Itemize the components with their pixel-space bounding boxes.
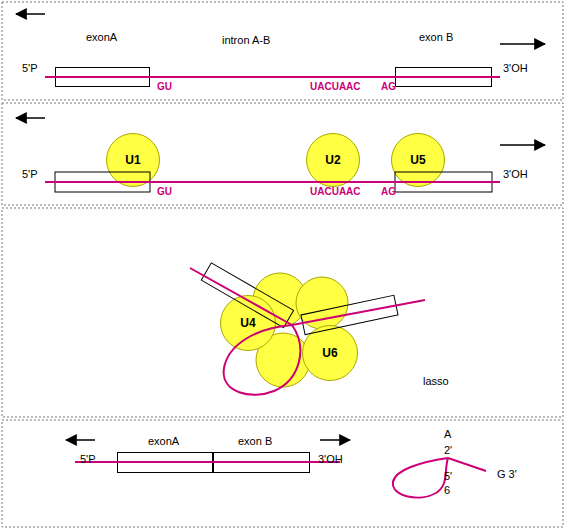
exon-box: exonA — [55, 67, 150, 87]
snrnp-shape — [107, 134, 160, 187]
exon-box — [201, 263, 293, 328]
snrnp-name: U5 — [391, 133, 445, 187]
annotation-label: 3'OH — [318, 453, 343, 465]
direction-arrow — [16, 117, 45, 119]
exon-box: exon B — [213, 452, 310, 473]
annotation-label: intron A-B — [222, 34, 270, 46]
snrnp-shape — [392, 134, 445, 187]
snrnp-shape — [303, 326, 358, 381]
exon-label: exonA — [86, 31, 117, 43]
annotation-label: 3'OH — [503, 168, 528, 180]
sequence-motif: UACUAAC — [310, 81, 361, 92]
snrnp-circle: U5 — [391, 133, 445, 187]
annotation-label: 5'P — [80, 453, 96, 465]
lasso-loop — [224, 325, 301, 395]
panel-border — [2, 103, 563, 205]
snrnp-name: U1 — [106, 133, 160, 187]
annotation-label: 5'P — [22, 168, 38, 180]
exon-box: exon B — [395, 67, 492, 87]
direction-arrow — [500, 43, 545, 45]
snrnp-shape — [221, 296, 276, 351]
snrnp-shape — [307, 134, 360, 187]
exon-label: exon B — [238, 435, 272, 447]
direction-arrow — [320, 439, 350, 441]
sequence-motif: GU — [157, 81, 172, 92]
annotation-label: 6 — [444, 484, 450, 496]
panel-border — [2, 208, 563, 417]
panel-border — [2, 420, 563, 527]
annotation-label: 5'P — [22, 62, 38, 74]
direction-arrow — [66, 439, 95, 441]
rna-strand — [45, 76, 500, 78]
sequence-motif: AG — [381, 186, 396, 197]
snrnp-particle — [296, 277, 348, 329]
panel-border — [2, 2, 563, 100]
annotation-label: 3'OH — [503, 62, 528, 74]
snrnp-circle: U2 — [306, 133, 360, 187]
direction-arrow — [500, 144, 545, 146]
lariat-tail — [448, 458, 486, 471]
rna-strand — [75, 461, 340, 463]
snrnp-name: U6 — [302, 325, 358, 381]
annotation-label: G 3' — [497, 468, 517, 480]
exon-box — [55, 172, 150, 192]
sequence-motif: GU — [157, 186, 172, 197]
lariat-loop — [393, 458, 448, 497]
exon-label: exonA — [148, 435, 179, 447]
exon-label: exon B — [419, 31, 453, 43]
snrnp-circle: U6 — [302, 325, 358, 381]
rna-strand — [45, 181, 500, 183]
direction-arrow — [16, 13, 45, 15]
snrnp-name: U4 — [220, 295, 276, 351]
snrnp-name: U2 — [306, 133, 360, 187]
exon-box — [395, 172, 492, 192]
exon-box: exonA — [117, 452, 213, 473]
snrnp-circle: U1 — [106, 133, 160, 187]
sequence-motif: UACUAAC — [310, 186, 361, 197]
rna-strand — [292, 300, 425, 325]
annotation-label: 5' — [444, 470, 452, 482]
snrnp-circle: U4 — [220, 295, 276, 351]
exon-box — [301, 295, 398, 334]
annotation-label: lasso — [423, 375, 449, 387]
rna-strand — [190, 268, 292, 325]
annotation-label: 2' — [444, 444, 452, 456]
annotation-label: A — [444, 428, 451, 440]
sequence-motif: AG — [381, 81, 396, 92]
